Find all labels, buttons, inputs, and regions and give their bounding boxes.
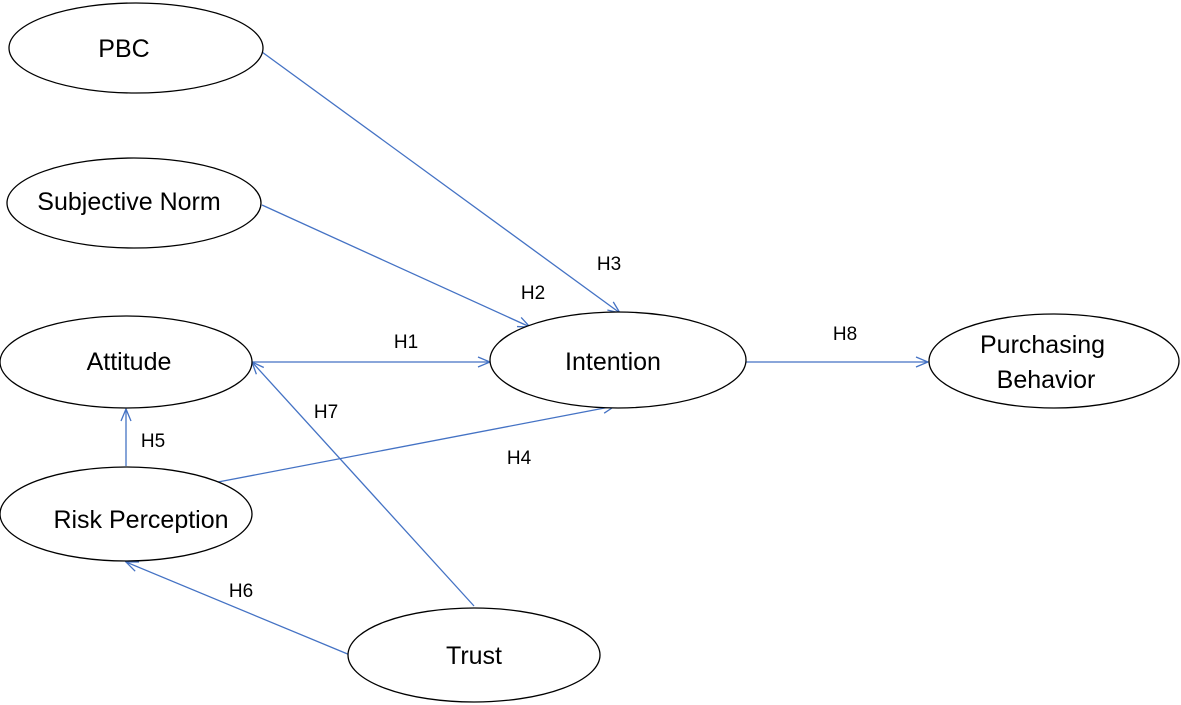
node-intention-shape bbox=[489, 311, 747, 409]
node-pbc: PBC bbox=[8, 2, 264, 94]
node-attitude: Attitude bbox=[0, 315, 253, 409]
node-risk-perception-label: Risk Perception bbox=[53, 506, 228, 534]
edge-h3-arrow bbox=[261, 51, 620, 313]
edge-h2-label: H2 bbox=[521, 283, 545, 304]
edge-h4-label: H4 bbox=[507, 448, 532, 469]
node-subjective-norm-label: Subjective Norm bbox=[37, 188, 220, 216]
edge-h4-arrow bbox=[217, 406, 615, 483]
node-intention-label: Intention bbox=[565, 348, 661, 376]
node-intention: Intention bbox=[489, 311, 747, 409]
node-trust: Trust bbox=[347, 607, 601, 703]
node-purchasing-behavior-label: Purchasing Behavior bbox=[980, 331, 1112, 394]
node-pbc-shape bbox=[8, 2, 264, 94]
edge-h3-label: H3 bbox=[597, 254, 621, 275]
node-trust-label: Trust bbox=[446, 642, 502, 670]
edge-h6-arrow bbox=[126, 562, 351, 656]
edge-h6-label: H6 bbox=[229, 581, 253, 602]
node-purchasing-behavior-label-line-2: Behavior bbox=[997, 366, 1096, 394]
edges bbox=[126, 51, 928, 656]
node-purchasing-behavior-shape bbox=[928, 313, 1180, 409]
node-risk-perception: Risk Perception bbox=[0, 466, 253, 562]
edge-h8-label: H8 bbox=[833, 324, 857, 345]
node-subjective-norm-shape bbox=[6, 157, 262, 249]
edge-h7-arrow bbox=[252, 362, 475, 607]
node-subjective-norm: Subjective Norm bbox=[6, 157, 262, 249]
edge-h1-label: H1 bbox=[394, 332, 418, 353]
node-pbc-label: PBC bbox=[98, 35, 149, 63]
node-purchasing-behavior: Purchasing Behavior bbox=[928, 313, 1180, 409]
node-trust-shape bbox=[347, 607, 601, 703]
node-risk-perception-shape bbox=[0, 466, 253, 562]
node-attitude-label: Attitude bbox=[87, 348, 172, 376]
node-attitude-shape bbox=[0, 315, 253, 409]
node-purchasing-behavior-label-line-1: Purchasing bbox=[980, 331, 1105, 359]
edge-h7-label: H7 bbox=[314, 402, 338, 423]
edge-h2-arrow bbox=[261, 204, 530, 327]
edge-labels: H1 H2 H3 H4 H5 H6 H7 H8 bbox=[141, 254, 857, 602]
edge-h5-label: H5 bbox=[141, 431, 165, 452]
